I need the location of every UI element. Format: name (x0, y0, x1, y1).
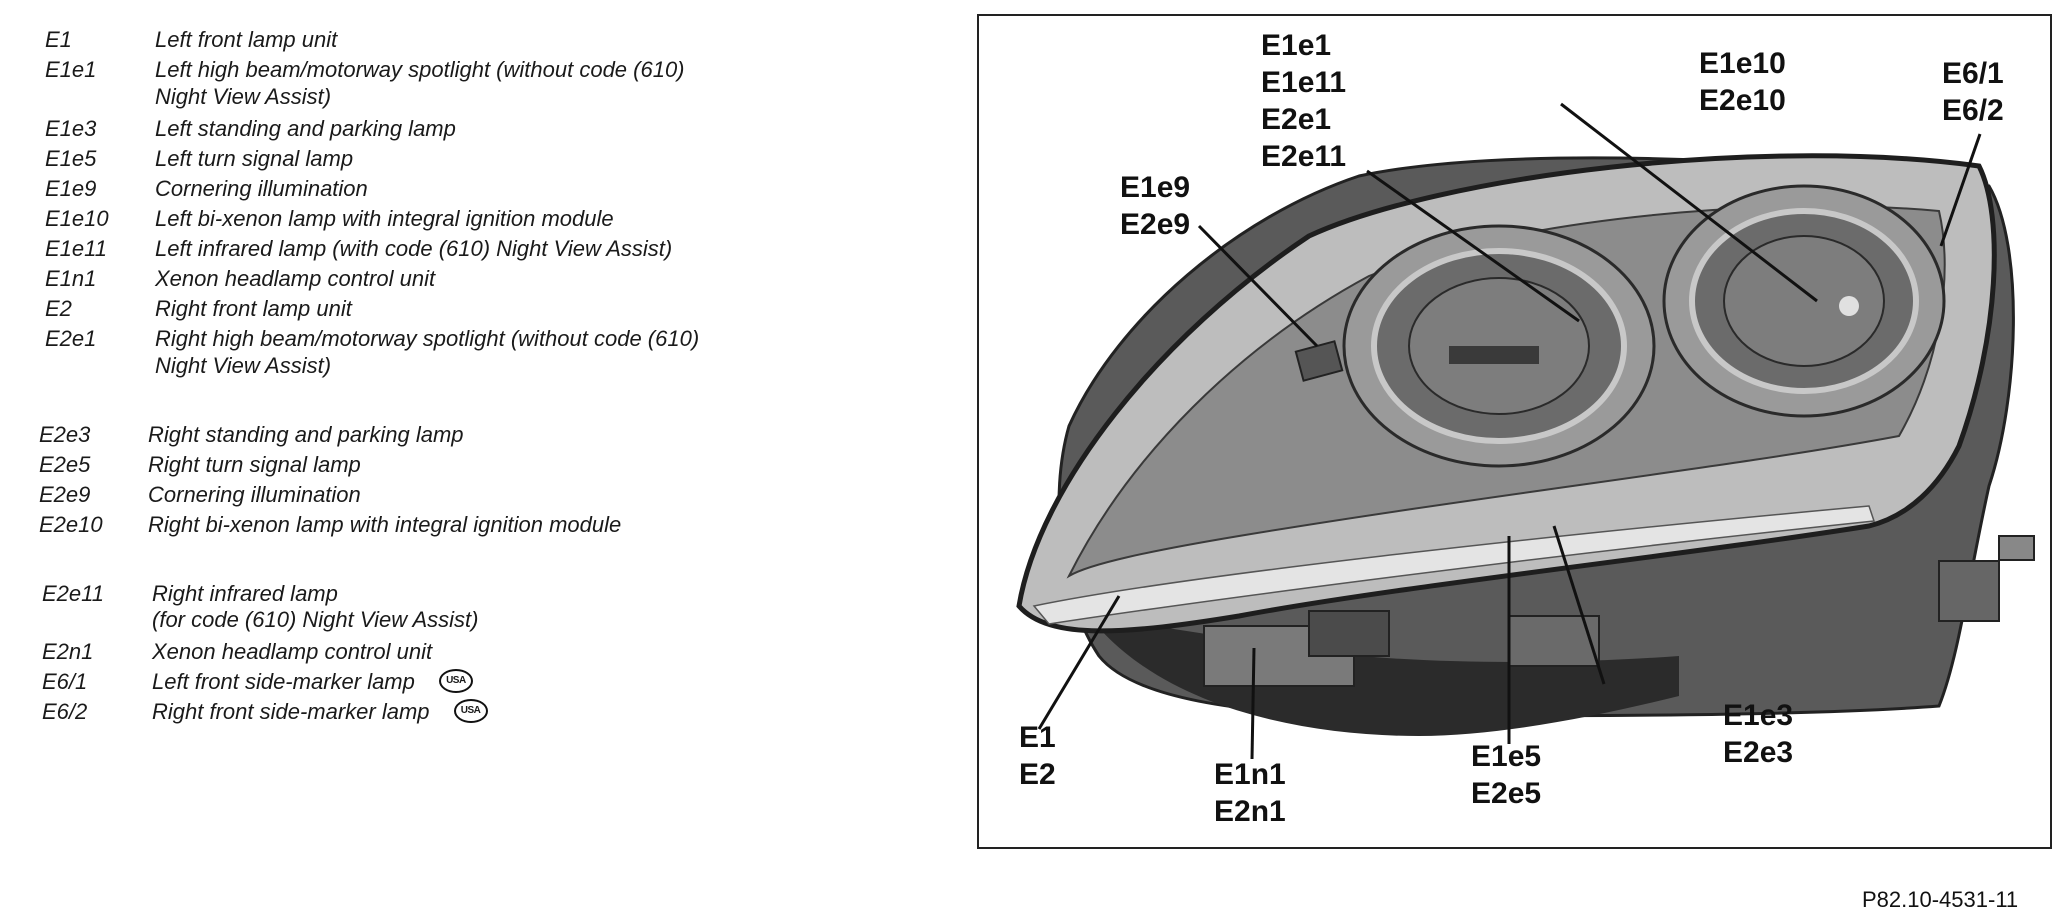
callout-label: E1e3 (1723, 699, 1794, 732)
left-projector (1342, 224, 1656, 468)
legend-code: E1e9 (45, 176, 97, 201)
legend-description: Xenon headlamp control unit (152, 639, 433, 664)
legend-code: E1 (45, 27, 72, 52)
legend-description: Right infrared lamp (152, 581, 338, 606)
callout-label: E6/1 (1942, 57, 2004, 90)
callout-label: E2e5 (1471, 777, 1542, 810)
figure-reference-number: P82.10-4531-11 (1862, 887, 2019, 912)
legend-code: E2n1 (42, 639, 94, 664)
legend-code: E2e5 (39, 452, 91, 477)
callout-label: E1e9 (1120, 171, 1191, 204)
usa-badge-icon: USA (438, 669, 473, 694)
callout-label: E2e11 (1261, 140, 1347, 173)
legend-code: E1n1 (45, 266, 97, 291)
legend-code: E1e1 (45, 57, 97, 82)
legend-description: Cornering illumination (155, 176, 368, 201)
legend-description: Left front side-marker lamp (152, 669, 415, 694)
legend-description: Right high beam/motorway spotlight (with… (155, 326, 700, 351)
legend-code: E2e1 (45, 326, 97, 351)
callout-label: E1e1 (1261, 29, 1332, 62)
callout-label: E2e10 (1699, 84, 1786, 117)
legend-description: Left front lamp unit (155, 27, 338, 52)
legend-description-continued: Night View Assist) (155, 353, 332, 378)
callout-label: E1e5 (1471, 740, 1542, 773)
legend-code: E6/2 (42, 699, 88, 724)
callout-label: E2e9 (1120, 208, 1191, 241)
headlamp-illustration (1016, 102, 2035, 760)
legend-description: Left infrared lamp (with code (610) Nigh… (155, 236, 673, 261)
callout-label: E6/2 (1942, 94, 2004, 127)
legend-code: E2e9 (39, 482, 91, 507)
callout-e1e5-group: E1e5 E2e5 (1471, 738, 1541, 812)
callout-e1-group: E1 E2 (1019, 719, 1056, 793)
legend-code: E1e11 (45, 236, 107, 261)
legend-description: Right turn signal lamp (148, 452, 361, 477)
legend-description: Left standing and parking lamp (155, 116, 456, 141)
right-projector (1662, 184, 1946, 418)
callout-label: E2 (1019, 758, 1056, 791)
callout-e1e9-group: E1e9 E2e9 (1120, 169, 1190, 243)
legend-code: E2e3 (39, 422, 91, 447)
callout-label: E2e3 (1723, 736, 1794, 769)
legend-code: E1e3 (45, 116, 97, 141)
callout-label: E2e1 (1261, 103, 1332, 136)
legend-code: E2 (45, 296, 72, 321)
chrome-strip (1032, 505, 1876, 625)
callout-label: E2n1 (1214, 795, 1286, 828)
legend-code: E1e10 (45, 206, 109, 231)
legend-code: E2e10 (39, 512, 103, 537)
legend-description: Left high beam/motorway spotlight (witho… (155, 57, 685, 82)
legend-code: E1e5 (45, 146, 97, 171)
callout-e6-group: E6/1 E6/2 (1942, 55, 2004, 129)
connector (1938, 535, 2035, 622)
legend-description-continued: Night View Assist) (155, 84, 332, 109)
callout-e1e1-group: E1e1 E1e11 E2e1 E2e11 (1261, 27, 1346, 175)
callout-e1n1-group: E1n1 E2n1 (1214, 756, 1286, 830)
usa-badge-icon: USA (453, 699, 488, 724)
legend-description: Right front lamp unit (155, 296, 352, 321)
legend-description: Xenon headlamp control unit (155, 266, 436, 291)
legend-description: Right bi-xenon lamp with integral igniti… (148, 512, 622, 537)
cornering-lamp (1294, 340, 1344, 382)
callout-label: E1e11 (1261, 66, 1347, 99)
legend-code: E6/1 (42, 669, 88, 694)
headlamp-figure: E1e1 E1e11 E2e1 E2e11 E1e10 E2e10 E6/1 E… (977, 14, 2052, 849)
legend-description: Cornering illumination (148, 482, 361, 507)
legend-description: Right standing and parking lamp (148, 422, 464, 447)
callout-label: E1e10 (1699, 47, 1786, 80)
callout-e1e3-group: E1e3 E2e3 (1723, 697, 1793, 771)
legend-description: Right front side-marker lamp (152, 699, 430, 724)
control-unit (1203, 610, 1390, 687)
callout-e1e10-group: E1e10 E2e10 (1699, 45, 1786, 119)
callout-label: E1 (1019, 721, 1056, 754)
legend-description: Left turn signal lamp (155, 146, 354, 171)
legend-description-continued: (for code (610) Night View Assist) (152, 607, 479, 632)
legend-code: E2e11 (42, 581, 104, 606)
leader-lines (1037, 102, 1982, 760)
legend-description: Left bi-xenon lamp with integral ignitio… (155, 206, 614, 231)
callout-label: E1n1 (1214, 758, 1286, 791)
